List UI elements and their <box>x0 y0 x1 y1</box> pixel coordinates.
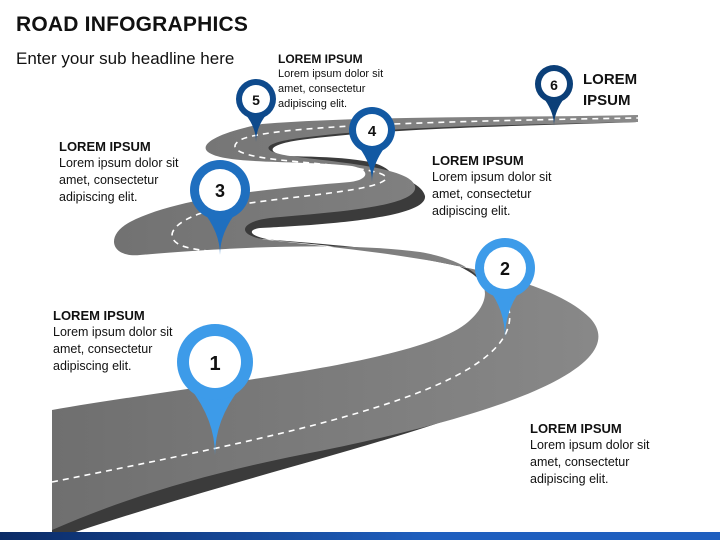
milestone-6-text: LOREM IPSUM <box>583 69 663 111</box>
pin-6: 6 <box>535 65 573 126</box>
milestone-3-line-3: adipiscing elit. <box>59 190 138 204</box>
milestone-5-text: LOREM IPSUM Lorem ipsum dolor sit amet, … <box>278 52 428 112</box>
pin-6-number: 6 <box>550 77 558 93</box>
milestone-1-line-3: adipiscing elit. <box>53 359 132 373</box>
pin-1: 1 <box>177 324 253 455</box>
milestone-4-text: LOREM IPSUM Lorem ipsum dolor sit amet, … <box>432 152 582 220</box>
pin-5: 5 <box>236 79 276 142</box>
milestone-2-heading: LOREM IPSUM <box>530 421 622 436</box>
milestone-5-line-2: amet, consectetur <box>278 83 366 95</box>
pin-4-number: 4 <box>368 123 377 140</box>
bottom-accent-bar <box>0 532 720 540</box>
pin-3: 3 <box>190 160 250 255</box>
milestone-3-text: LOREM IPSUM Lorem ipsum dolor sit amet, … <box>59 138 209 206</box>
milestone-5-heading: LOREM IPSUM <box>278 52 363 66</box>
milestone-3-line-2: amet, consectetur <box>59 173 159 187</box>
page-title: ROAD INFOGRAPHICS <box>16 13 249 36</box>
milestone-2-text: LOREM IPSUM Lorem ipsum dolor sit amet, … <box>530 420 680 488</box>
pin-2: 2 <box>475 238 535 338</box>
milestone-1-text: LOREM IPSUM Lorem ipsum dolor sit amet, … <box>53 307 203 375</box>
milestone-2-line-2: amet, consectetur <box>530 455 630 469</box>
milestone-5-line-1: Lorem ipsum dolor sit <box>278 68 384 80</box>
pin-3-number: 3 <box>215 181 225 201</box>
road-surface <box>52 115 638 530</box>
milestone-4-line-2: amet, consectetur <box>432 187 532 201</box>
milestone-4-line-3: adipiscing elit. <box>432 204 511 218</box>
milestone-6-heading-line-2: IPSUM <box>583 92 631 109</box>
milestone-2-line-3: adipiscing elit. <box>530 472 609 486</box>
milestone-1-heading: LOREM IPSUM <box>53 308 145 323</box>
lane-marking <box>51 117 639 483</box>
pin-5-number: 5 <box>252 92 260 108</box>
milestone-4-heading: LOREM IPSUM <box>432 153 524 168</box>
milestone-6-heading-line-1: LOREM <box>583 71 638 88</box>
page-subtitle: Enter your sub headline here <box>16 49 235 68</box>
milestone-3-line-1: Lorem ipsum dolor sit <box>59 156 179 170</box>
pin-2-number: 2 <box>500 259 510 279</box>
milestone-2-line-1: Lorem ipsum dolor sit <box>530 438 650 452</box>
milestone-4-line-1: Lorem ipsum dolor sit <box>432 170 552 184</box>
pin-1-number: 1 <box>209 353 220 375</box>
milestone-1-line-2: amet, consectetur <box>53 342 153 356</box>
milestone-5-line-3: adipiscing elit. <box>278 98 348 110</box>
milestone-1-line-1: Lorem ipsum dolor sit <box>53 325 173 339</box>
milestone-3-heading: LOREM IPSUM <box>59 139 151 154</box>
pin-4: 4 <box>349 107 395 182</box>
